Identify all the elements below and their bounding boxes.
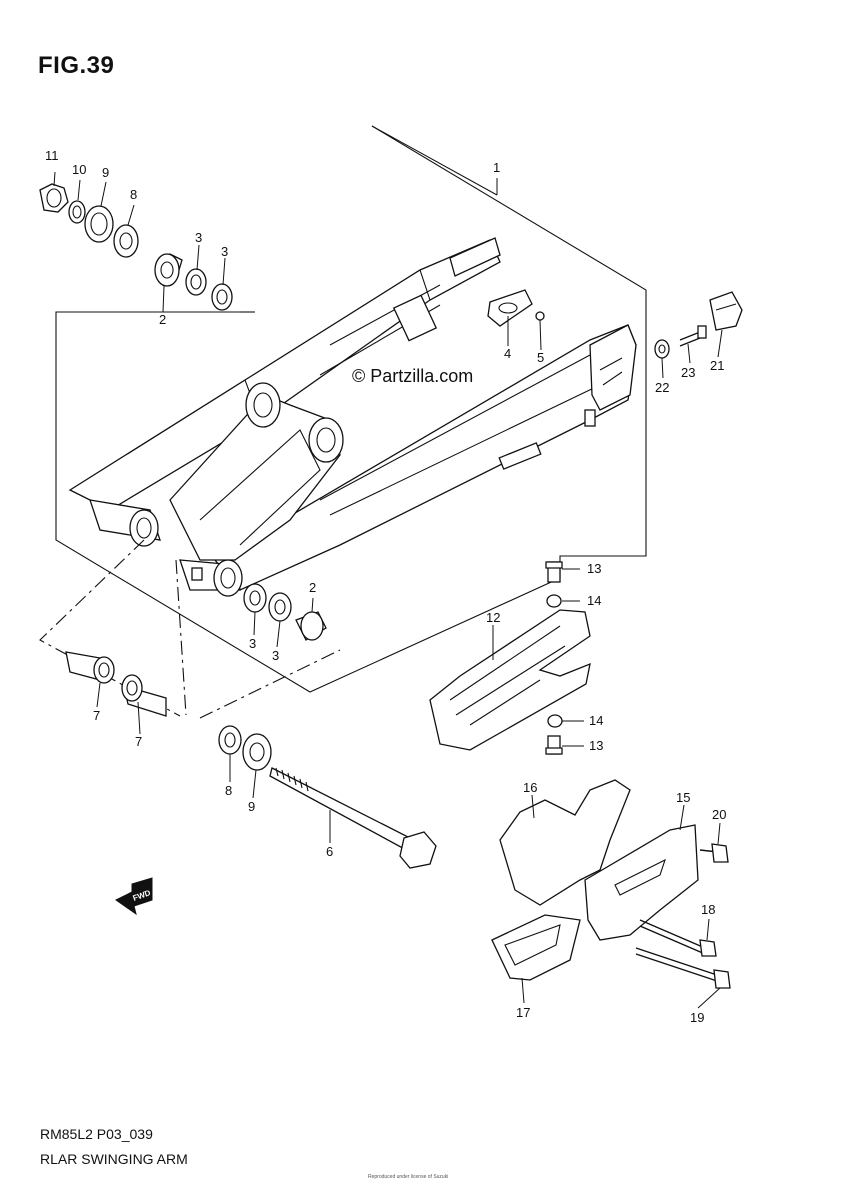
adjuster-plate-assembly <box>487 289 545 327</box>
pivot-axle-assembly <box>218 725 437 869</box>
callout-8-upper: 8 <box>130 187 137 202</box>
centerline-right <box>175 559 341 719</box>
callout-10: 10 <box>72 162 86 177</box>
callout-17: 17 <box>516 1005 530 1020</box>
callout-23: 23 <box>681 365 695 380</box>
forward-direction-arrow: FWD <box>115 877 153 916</box>
callout-8-lower: 8 <box>225 783 232 798</box>
callout-3-upper-a: 3 <box>195 230 202 245</box>
diagram-name: RLAR SWINGING ARM <box>40 1151 188 1167</box>
partzilla-watermark: © Partzilla.com <box>352 366 473 386</box>
callout-labels: 1 2 2 3 3 3 3 4 5 6 7 7 8 8 9 9 10 11 12… <box>45 148 726 1025</box>
callout-18: 18 <box>701 902 715 917</box>
callout-5: 5 <box>537 350 544 365</box>
callout-7-right: 7 <box>135 734 142 749</box>
callout-2-upper: 2 <box>159 312 166 327</box>
callout-15: 15 <box>676 790 690 805</box>
callout-14-lower: 14 <box>589 713 603 728</box>
pivot-nut-washer-stack <box>39 183 139 258</box>
callout-11: 11 <box>45 148 59 163</box>
callout-13-upper: 13 <box>587 561 601 576</box>
diagram-code: RM85L2 P03_039 <box>40 1126 153 1142</box>
swing-arm-body <box>68 237 637 597</box>
callout-9-lower: 9 <box>248 799 255 814</box>
callout-4: 4 <box>504 346 511 361</box>
callout-7-left: 7 <box>93 708 100 723</box>
upper-bearing-set <box>154 253 233 311</box>
centerline-left <box>39 539 181 717</box>
callout-1: 1 <box>493 160 500 175</box>
copyright-notice: Reproduced under license of Suzuki <box>368 1174 449 1180</box>
callout-14-upper: 14 <box>587 593 601 608</box>
chain-adjuster-hardware <box>654 291 743 359</box>
callout-12: 12 <box>486 610 500 625</box>
figure-title: FIG.39 <box>38 52 115 79</box>
callout-13-lower: 13 <box>589 738 603 753</box>
callout-3-lower-a: 3 <box>249 636 256 651</box>
pivot-collars <box>65 651 167 717</box>
callout-19: 19 <box>690 1010 704 1025</box>
leader-lines <box>53 125 723 1009</box>
callout-3-upper-b: 3 <box>221 244 228 259</box>
callout-2-lower: 2 <box>309 580 316 595</box>
callout-22: 22 <box>655 380 669 395</box>
chain-guide-assembly <box>491 779 731 989</box>
callout-16: 16 <box>523 780 537 795</box>
chain-slider-assembly <box>429 561 591 755</box>
callout-6: 6 <box>326 844 333 859</box>
callout-3-lower-b: 3 <box>272 648 279 663</box>
callout-9-upper: 9 <box>102 165 109 180</box>
callout-21: 21 <box>710 358 724 373</box>
callout-20: 20 <box>712 807 726 822</box>
